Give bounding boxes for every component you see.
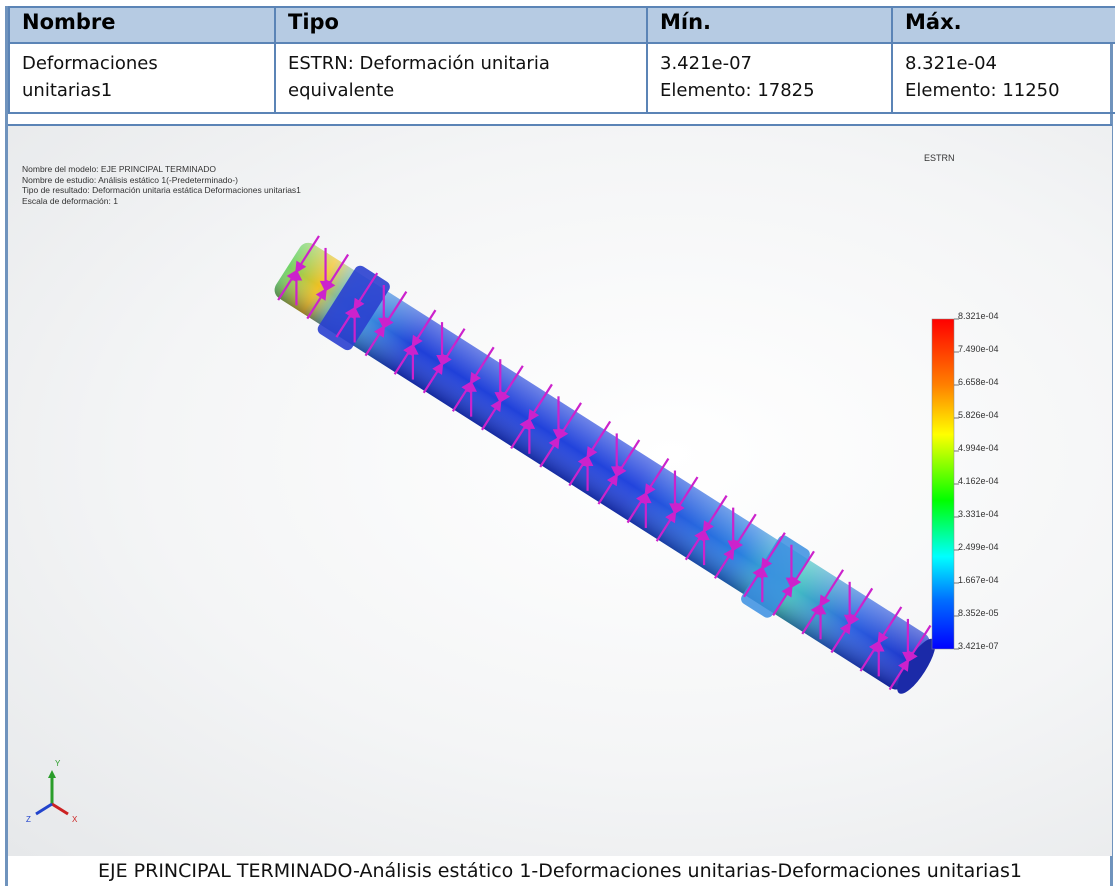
load-arrow-head (669, 503, 681, 515)
shaft-model: Y X Z (26, 235, 959, 824)
cell-nombre-line1: Deformaciones (22, 53, 158, 74)
cell-max-element: Elemento: 11250 (905, 80, 1060, 101)
load-arrow-head (436, 355, 448, 367)
load-arrow-head (490, 399, 502, 413)
load-arrow-head (872, 639, 885, 652)
load-arrow-head (877, 631, 889, 645)
load-arrow-head (469, 371, 481, 385)
legend-ticks (954, 318, 959, 650)
load-arrow-head (319, 280, 332, 293)
legend-tick-label: 4.994e-04 (958, 443, 999, 453)
load-arrow-head (548, 436, 560, 450)
deformation-scale-line: Escala de deformación: 1 (22, 195, 118, 206)
load-arrow-head (586, 446, 598, 459)
load-arrow-head (785, 577, 798, 590)
load-arrows (277, 235, 932, 691)
legend-tick-label: 8.321e-04 (958, 311, 999, 321)
load-arrow-head (353, 297, 365, 311)
legend-tick-label: 8.352e-05 (958, 608, 999, 618)
legend-tick-label: 1.667e-04 (958, 575, 999, 585)
load-arrow-head (315, 287, 327, 301)
legend-colorbar (931, 318, 955, 650)
load-arrow-head (411, 334, 423, 348)
load-arrow-head (407, 343, 419, 355)
result-type-line: Tipo de resultado: Deformación unitaria … (22, 185, 301, 195)
load-arrow-head (378, 317, 390, 330)
result-plot-viewport: Nombre del modelo: EJE PRINCIPAL TERMINA… (8, 124, 1112, 856)
cell-nombre-line2: unitarias1 (22, 80, 113, 101)
load-arrow-head (552, 429, 565, 441)
load-arrow-head (781, 584, 793, 598)
model-info: Nombre del modelo: EJE PRINCIPAL TERMINA… (22, 164, 301, 206)
load-arrow-head (610, 466, 623, 478)
load-arrow-head (465, 380, 477, 392)
figure-caption: EJE PRINCIPAL TERMINADO-Análisis estátic… (98, 860, 1022, 882)
cell-min-value: 3.421e-07 (660, 53, 753, 74)
load-arrow-head (523, 417, 536, 429)
load-arrow-head (814, 602, 827, 615)
load-arrow-head (494, 392, 507, 404)
load-arrow-head (374, 324, 386, 338)
load-arrow-head (295, 260, 307, 274)
load-arrow-head (819, 594, 831, 608)
legend-tick-label: 7.490e-04 (958, 344, 999, 354)
cell-tipo: ESTRN: Deformación unitaria equivalente (274, 42, 648, 114)
legend-tick-label: 3.331e-04 (958, 509, 999, 519)
table-header-row: Nombre Tipo Mín. Máx. (8, 6, 1115, 44)
bearing-seat-right (741, 535, 810, 618)
legend-title: ESTRN (924, 153, 955, 163)
model-name-line: Nombre del modelo: EJE PRINCIPAL TERMINA… (22, 164, 216, 174)
cell-tipo-line1: ESTRN: Deformación unitaria (288, 53, 550, 74)
load-arrow-head (290, 268, 303, 281)
cell-max-value: 8.321e-04 (905, 53, 998, 74)
load-arrow-head (898, 658, 910, 672)
y-axis-label: Y (55, 759, 61, 768)
load-arrow-head (432, 362, 444, 375)
load-arrow-head (665, 510, 677, 524)
axis-triad: Y X Z (26, 759, 78, 824)
x-axis-arrow (51, 802, 69, 816)
legend-tick-label: 4.162e-04 (958, 476, 999, 486)
shaft-end (897, 638, 936, 694)
cell-min-element: Elemento: 17825 (660, 80, 815, 101)
load-arrow-head (644, 483, 656, 497)
header-max: Máx. (891, 6, 1115, 44)
header-min: Mín. (646, 6, 893, 44)
load-arrow-head (843, 614, 856, 627)
shaft-body (274, 242, 936, 694)
cell-tipo-line2: equivalente (288, 80, 395, 101)
z-axis-label: Z (26, 815, 31, 824)
y-axis-head (48, 770, 56, 778)
load-arrow-head (606, 473, 619, 487)
header-nombre: Nombre (8, 6, 276, 44)
x-axis-label: X (72, 815, 78, 824)
load-arrow-head (581, 454, 594, 466)
legend-tick-label: 5.826e-04 (958, 410, 999, 420)
study-name-line: Nombre de estudio: Análisis estático 1(-… (22, 174, 238, 185)
load-arrow-head (640, 491, 652, 504)
results-table: Nombre Tipo Mín. Máx. Deformaciones unita… (8, 6, 1115, 114)
z-axis-arrow (35, 802, 53, 816)
load-arrow-head (723, 547, 735, 561)
load-arrow-head (698, 528, 710, 541)
legend-tick-label: 3.421e-07 (958, 641, 999, 651)
load-arrow-head (727, 540, 739, 553)
table-row: Deformaciones unitarias1 ESTRN: Deformaci… (8, 42, 1115, 114)
load-arrow-head (528, 408, 540, 422)
load-arrow-head (702, 520, 714, 534)
load-arrow-head (902, 651, 914, 664)
load-arrow-head (756, 565, 769, 578)
legend-tick-label: 2.499e-04 (958, 542, 999, 552)
load-arrow-head (348, 306, 361, 318)
cell-nombre: Deformaciones unitarias1 (8, 42, 276, 114)
load-arrow-head (760, 557, 773, 571)
load-arrow-head (839, 621, 851, 635)
header-tipo: Tipo (274, 6, 648, 44)
legend-tick-label: 6.658e-04 (958, 377, 999, 387)
